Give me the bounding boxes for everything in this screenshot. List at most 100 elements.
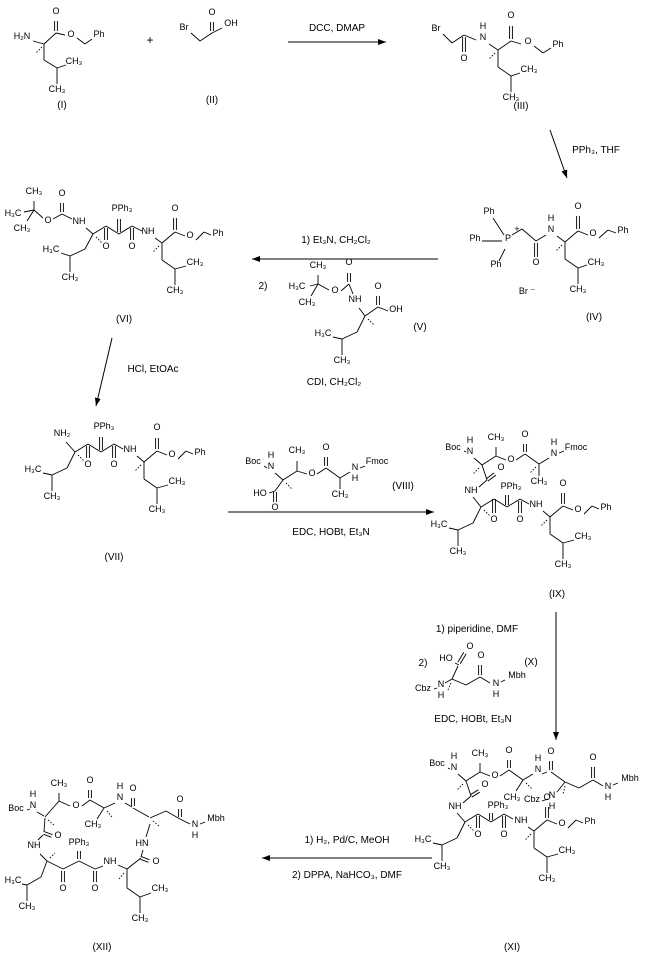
atom-label-ch3: CH₃	[332, 489, 349, 499]
atom-label-mbh: Mbh	[621, 773, 639, 783]
atom-label-nh: NH	[104, 856, 117, 866]
bond	[42, 472, 53, 476]
atom-label-ch3: CH₃	[132, 913, 149, 923]
bond	[477, 813, 492, 823]
atom-label-o: O	[574, 504, 581, 514]
bond	[480, 498, 495, 508]
atom-label-ch3: CH₃	[66, 56, 83, 66]
bond	[81, 799, 91, 807]
atom-label-o: O	[507, 10, 514, 20]
bond	[161, 259, 176, 270]
double-bond	[43, 833, 52, 838]
compound-label-VI: (VI)	[116, 314, 132, 325]
atom-label-n: N	[467, 446, 474, 456]
bond	[465, 780, 472, 797]
atom-label-ch3: CH₃	[85, 819, 102, 829]
bond	[117, 864, 128, 870]
atom-label-o: O	[54, 830, 61, 840]
reaction-step-5: EDC, HOBt, Et₃N	[228, 509, 434, 538]
bond	[140, 849, 144, 858]
bond	[332, 336, 343, 340]
atom-label-ch3: CH₃	[588, 257, 605, 267]
bond	[473, 457, 483, 466]
atom-label-ch3: CH₃	[44, 491, 61, 501]
bond	[472, 496, 482, 508]
atom-label-o: O	[58, 188, 65, 198]
atom-label-ch3: CH₃	[51, 778, 68, 788]
atom-label-o: O	[128, 241, 135, 251]
bond	[85, 227, 94, 235]
atom-label-o: O	[521, 429, 528, 439]
bond	[58, 800, 71, 807]
bond	[538, 457, 550, 465]
bond	[463, 450, 467, 453]
bond	[503, 813, 514, 820]
bond	[21, 883, 28, 886]
atom-label-n: N	[551, 448, 558, 458]
bond	[499, 769, 510, 777]
compound-label-III: (III)	[514, 101, 529, 112]
atom-label-o: O	[491, 770, 498, 780]
atom-label-br: Br	[180, 22, 189, 32]
atom-label-o: O	[505, 745, 512, 755]
atom-label-n: N	[605, 781, 612, 791]
bond	[472, 506, 482, 524]
bond	[174, 231, 186, 237]
atom-label-o: O	[532, 257, 539, 267]
bond	[23, 209, 35, 213]
bond	[136, 455, 145, 463]
atom-label-nh2: NH₂	[54, 428, 71, 438]
atom-label-fmoc: Fmoc	[366, 456, 389, 466]
bond	[521, 228, 537, 242]
bond	[103, 802, 116, 809]
bond	[46, 860, 64, 870]
compound-label-VIII: (VIII)	[392, 481, 414, 492]
atom-label-br: Br	[432, 23, 441, 33]
bond	[564, 781, 580, 789]
atom-label-pph3: PPh₃	[488, 800, 509, 810]
atom-label-oh: OH	[389, 304, 403, 314]
atom-label-o: O	[589, 752, 596, 762]
bond	[341, 331, 358, 340]
stereo-hash	[95, 236, 103, 244]
bond	[456, 812, 466, 823]
bond	[451, 665, 459, 680]
atom-label-ch3: CH₃	[504, 792, 521, 802]
compound-label-I: (I)	[57, 100, 66, 111]
compound-label-XII: (XII)	[93, 942, 112, 953]
atom-label-o: O	[110, 459, 117, 469]
atom-label-ch3: CH₃	[169, 476, 186, 486]
bond	[32, 40, 45, 45]
bond	[62, 860, 80, 870]
bond	[174, 265, 187, 270]
atom-label-ch3: CH₃	[434, 861, 451, 871]
atom-label-ch3: CH₃	[310, 260, 327, 270]
bond	[296, 470, 308, 475]
bond	[558, 450, 565, 454]
atom-label-ph: Ph	[469, 233, 480, 243]
atom-label-ch3: CH₃	[555, 559, 572, 569]
atom-label-o: O	[345, 257, 352, 267]
stereo-hash	[525, 782, 533, 790]
stereo-hash	[488, 52, 496, 60]
bond	[154, 237, 163, 244]
bond	[519, 498, 530, 505]
bond	[105, 225, 120, 235]
condition-text: 2) DPPA, NaHCO₃, DMF	[292, 870, 402, 881]
bond	[195, 231, 205, 241]
bond	[126, 857, 142, 870]
atom-label-o: O	[558, 818, 565, 828]
bond	[542, 510, 551, 518]
bond	[564, 230, 579, 243]
condition-text: CDI, CH₂Cl₂	[307, 377, 362, 388]
bond	[84, 38, 93, 45]
atom-label-h: H	[192, 830, 199, 840]
bond	[190, 32, 201, 42]
atom-label-o: O	[589, 228, 596, 238]
bond	[493, 498, 508, 508]
bond	[89, 799, 105, 809]
